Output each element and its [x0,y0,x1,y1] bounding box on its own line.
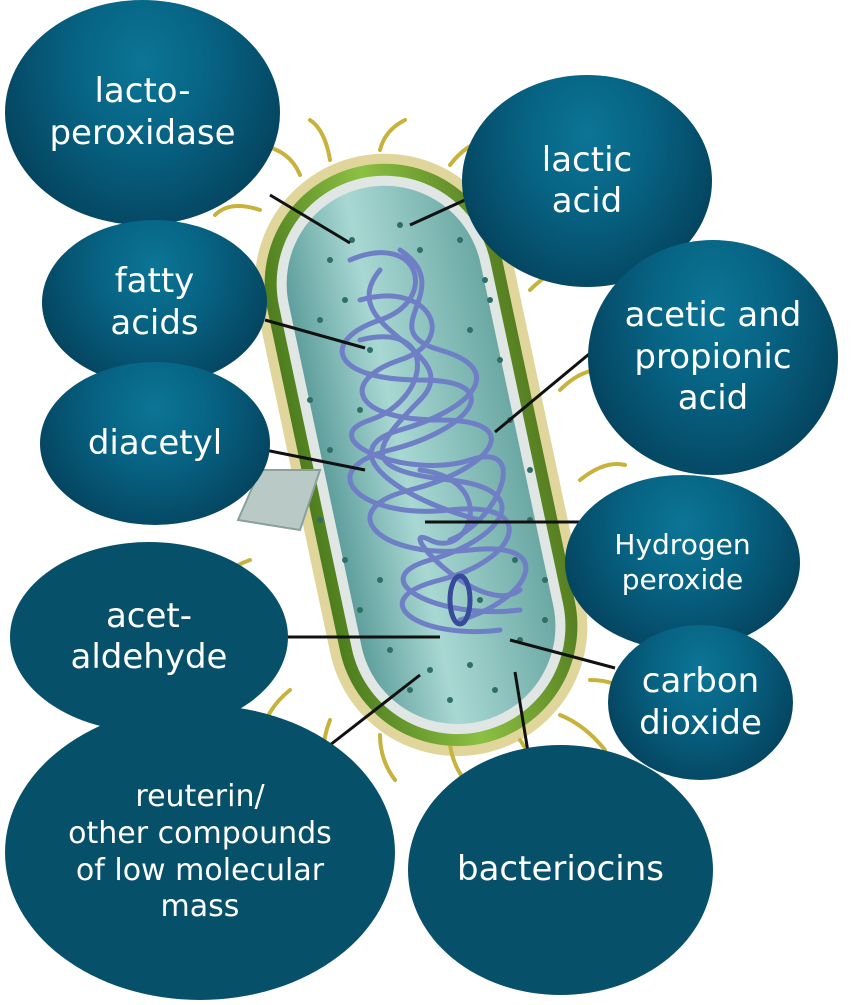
bubble-reuterin: reuterin/ other compounds of low molecul… [5,705,395,1000]
bubble-carbon-dioxide: carbon dioxide [608,625,793,780]
bubble-acetic-propionic-acid: acetic and propionic acid [588,240,838,475]
bubble-bacteriocins: bacteriocins [408,745,713,995]
bubble-fatty-acids: fatty acids [42,220,267,385]
bubble-acetaldehyde: acet- aldehyde [10,542,288,732]
bubble-lactoperoxidase: lacto- peroxidase [5,0,280,225]
bubble-diacetyl: diacetyl [40,362,270,525]
bubble-hydrogen-peroxide: Hydrogen peroxide [565,475,800,650]
